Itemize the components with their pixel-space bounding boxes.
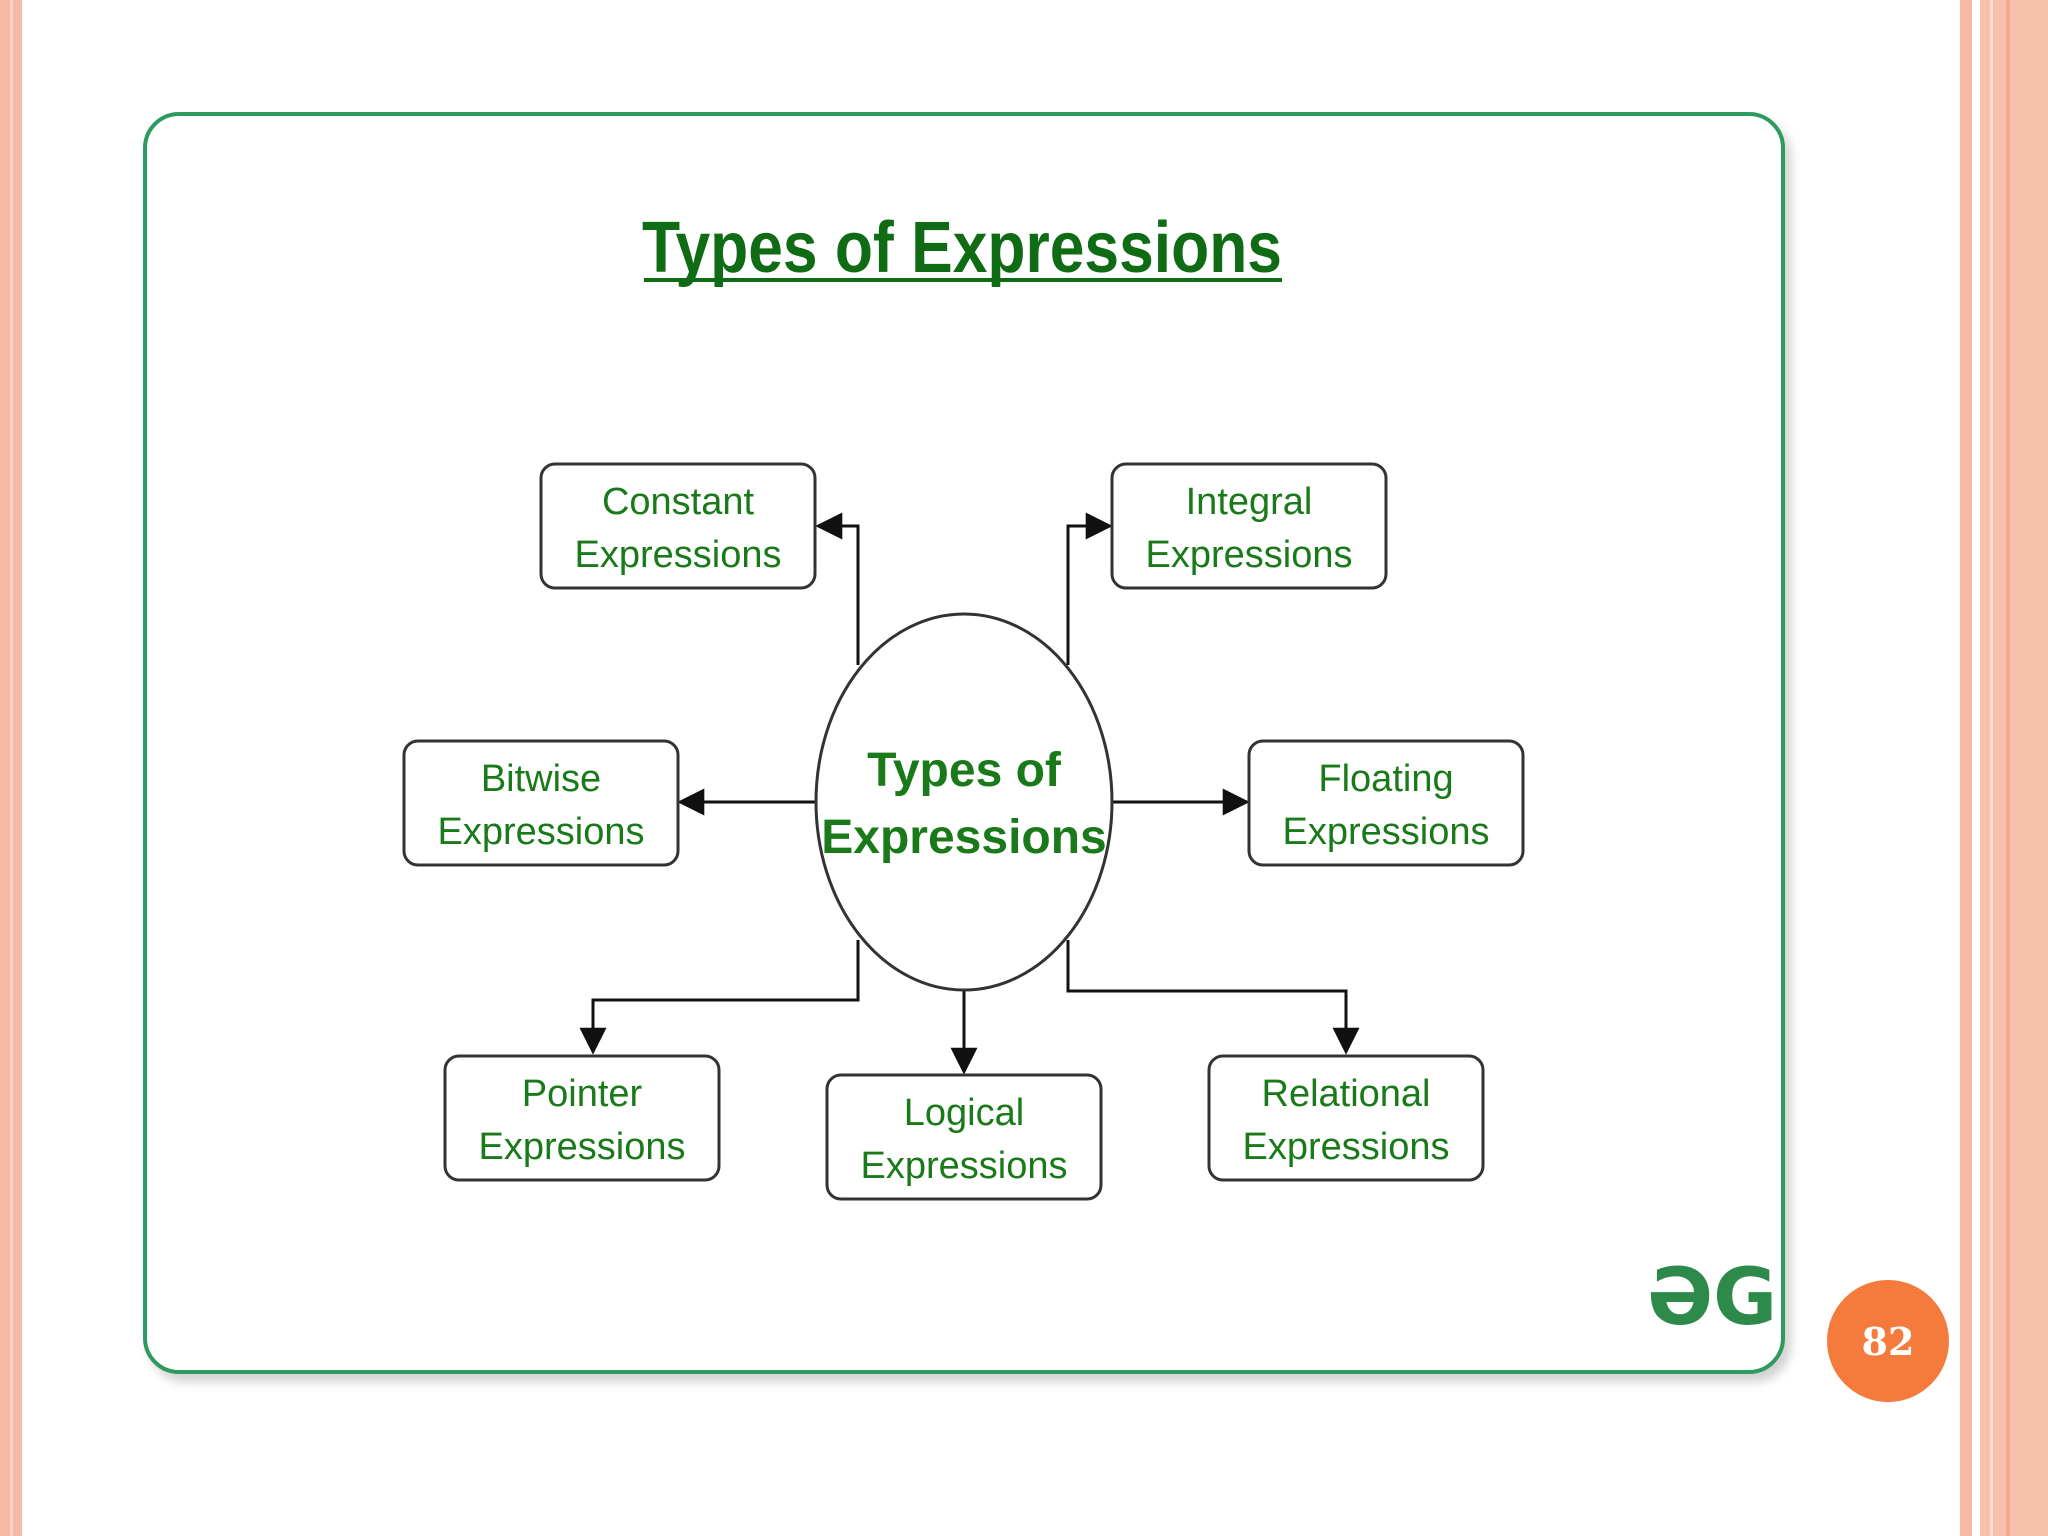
right-border-strip-outer [1980, 0, 2048, 1536]
center-node-line1: Types of [867, 744, 1062, 797]
right-border-strip-inner [1960, 0, 1972, 1536]
node-bitwise: Bitwise Expressions [402, 739, 680, 867]
node-integral-line2: Expressions [1146, 534, 1353, 576]
node-floating-line1: Floating [1318, 758, 1453, 800]
node-relational-line2: Expressions [1243, 1126, 1450, 1168]
connector-integral [1066, 512, 1113, 665]
node-integral: Integral Expressions [1110, 462, 1388, 590]
gfg-logo: ƏG [1647, 1253, 1777, 1343]
left-border-strip [0, 0, 22, 1536]
node-pointer-line2: Expressions [479, 1126, 686, 1168]
center-node-line2: Expressions [821, 811, 1106, 864]
node-bitwise-line1: Bitwise [481, 758, 601, 800]
node-logical: Logical Expressions [825, 1073, 1103, 1201]
connector-pointer [579, 940, 860, 1055]
node-relational-line1: Relational [1262, 1073, 1431, 1115]
node-integral-line1: Integral [1186, 481, 1313, 523]
connector-relational [1066, 940, 1360, 1055]
node-pointer-line1: Pointer [522, 1073, 643, 1115]
node-bitwise-line2: Expressions [438, 811, 645, 853]
node-constant: Constant Expressions [539, 462, 817, 590]
node-relational: Relational Expressions [1207, 1054, 1485, 1182]
diagram-title: Types of Expressions [642, 208, 1282, 288]
center-node: Types of Expressions [814, 612, 1114, 992]
node-constant-line2: Expressions [575, 534, 782, 576]
node-floating: Floating Expressions [1247, 739, 1525, 867]
page-number-badge: 82 [1827, 1280, 1949, 1402]
page-number: 82 [1861, 1318, 1915, 1364]
connectors [579, 512, 1360, 1075]
node-logical-line1: Logical [904, 1092, 1024, 1134]
node-pointer: Pointer Expressions [443, 1054, 721, 1182]
node-floating-line2: Expressions [1283, 811, 1490, 853]
node-logical-line2: Expressions [861, 1145, 1068, 1187]
connector-constant [815, 512, 860, 665]
node-constant-line1: Constant [602, 481, 755, 523]
